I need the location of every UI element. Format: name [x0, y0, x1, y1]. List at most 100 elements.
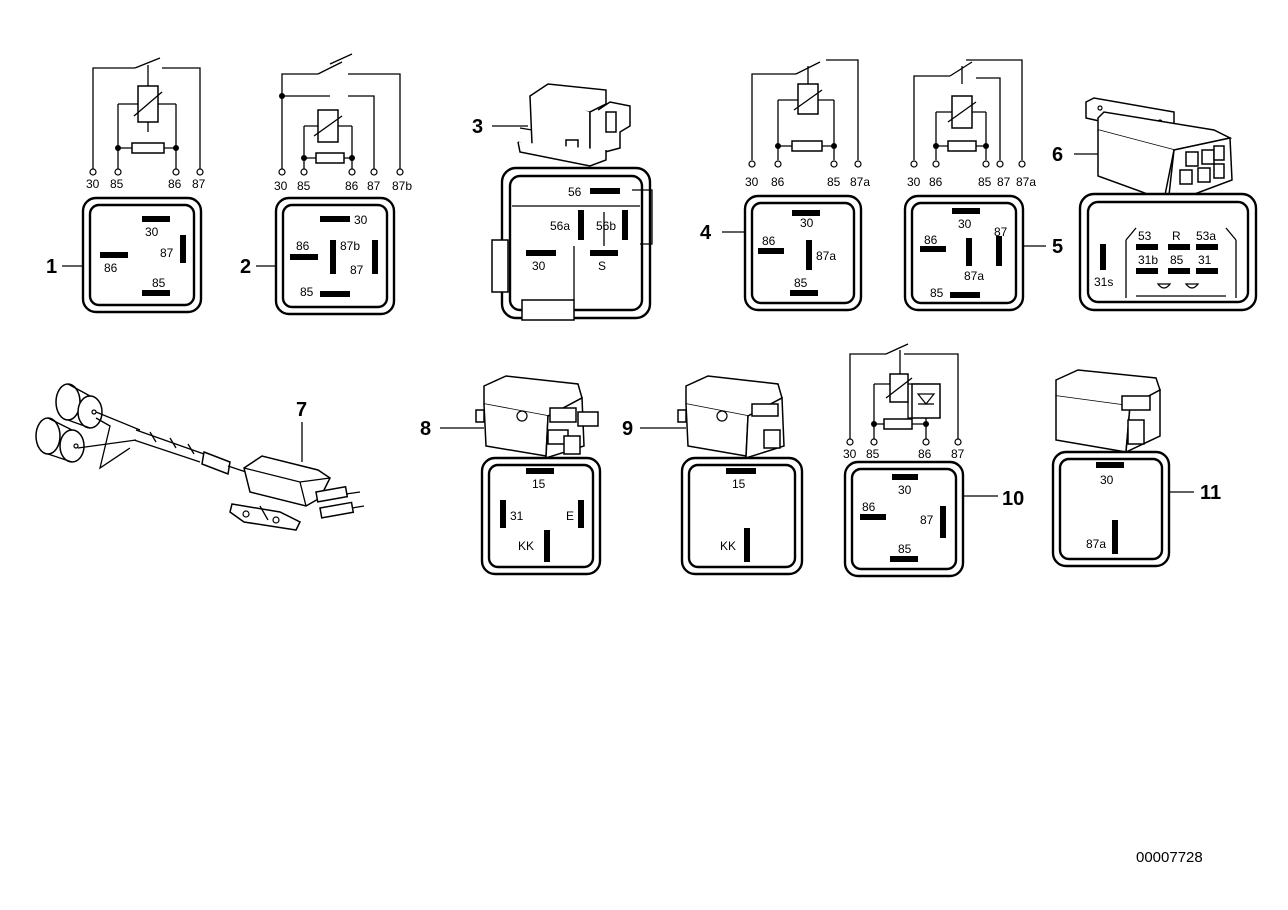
item-5: 30 86 85 87 87a 30 86 87 87a 85 5	[903, 59, 1063, 312]
pin-85	[890, 556, 918, 562]
pin-87	[372, 240, 378, 274]
relay-6-pin-face: 53 R 53a 31b 85 31 31s	[1078, 192, 1258, 312]
resistor	[131, 142, 165, 154]
pin-30	[952, 208, 980, 214]
pin-85	[790, 290, 818, 296]
pin-label: 86	[762, 234, 776, 248]
schem-label: 85	[297, 179, 311, 193]
schem-label: 87	[192, 177, 206, 191]
pin-label: 30	[145, 225, 159, 239]
pin-label: 30	[532, 259, 546, 273]
pin-53	[1136, 244, 1158, 250]
pin-label: R	[1172, 229, 1181, 243]
pin-label: 87b	[340, 239, 360, 253]
pin-56b	[622, 210, 628, 240]
pin-31	[1196, 268, 1218, 274]
pin-label: 15	[732, 477, 746, 491]
callout-1: 1	[46, 256, 57, 278]
schem-label: 86	[168, 177, 182, 191]
resistor	[791, 140, 823, 152]
pin-label: 56b	[596, 219, 616, 233]
schem-label: 85	[978, 175, 992, 189]
pin-label: 87a	[1086, 537, 1106, 551]
relay-11-housing	[1055, 369, 1161, 454]
pin-label: 53	[1138, 229, 1152, 243]
pin-label: 85	[300, 285, 314, 299]
callout-6: 6	[1052, 144, 1063, 166]
pin-53a	[1196, 244, 1218, 250]
pin-31s	[1100, 244, 1106, 270]
schem-label: 86	[345, 179, 359, 193]
pin-87a	[966, 238, 972, 266]
item-9: 15 KK 9	[622, 375, 804, 576]
callout-7: 7	[296, 399, 307, 421]
pin-31	[500, 500, 506, 528]
item-4: 30 86 85 87a 30 86 87a 85 4	[700, 59, 870, 312]
pin-KK	[544, 530, 550, 562]
relay-6-housing	[1085, 97, 1233, 206]
pin-56	[590, 188, 620, 194]
pin-30	[1096, 462, 1124, 468]
pin-86	[920, 246, 946, 252]
pin-85	[1168, 268, 1190, 274]
pin-label: 87	[920, 513, 934, 527]
item-11: 30 87a 11	[1051, 369, 1221, 568]
schem-label: 86	[771, 175, 785, 189]
pin-label: KK	[720, 539, 736, 553]
document-number: 00007728	[1136, 849, 1203, 866]
callout-10: 10	[1002, 488, 1024, 510]
schem-label: 87b	[392, 179, 412, 193]
pin-86	[100, 252, 128, 258]
relay-10-schematic: 30 85 86 87	[843, 343, 965, 461]
pin-label: 85	[794, 276, 808, 290]
item-7: 7	[35, 383, 365, 531]
relay-9-pin-face: 15 KK	[680, 456, 804, 576]
schem-label: 86	[929, 175, 943, 189]
pin-label: 87a	[964, 269, 984, 283]
pin-label: 85	[152, 276, 166, 290]
resistor	[947, 140, 977, 152]
schem-label: 85	[110, 177, 124, 191]
relay-5-pin-face: 30 86 87 87a 85	[903, 194, 1025, 312]
relay-3-pin-face: 56 56a 56b 30 S	[491, 166, 653, 321]
relay-11-pin-face: 30 87a	[1051, 450, 1171, 568]
relay-1-schematic: 30 85 86 87	[86, 57, 206, 191]
relay-5-schematic: 30 86 85 87 87a	[907, 59, 1036, 189]
pin-label: 31	[1198, 253, 1212, 267]
schem-label: 30	[907, 175, 921, 189]
relay-8-pin-face: 15 31 E KK	[480, 456, 602, 576]
relay-3-housing	[517, 83, 631, 167]
relay-2-pin-face: 30 86 87b 87 85	[274, 196, 396, 316]
schem-label: 30	[274, 179, 288, 193]
item-2: 30 85 86 87 87b 30 86 87b 87 85 2	[240, 53, 412, 316]
pin-86	[860, 514, 886, 520]
pin-30	[892, 474, 918, 480]
pin-label: 86	[862, 500, 876, 514]
pin-label: 85	[930, 286, 944, 300]
pin-label: 87	[160, 246, 174, 260]
pin-87a	[1112, 520, 1118, 554]
diode-icon	[916, 393, 936, 405]
pin-label: 56a	[550, 219, 570, 233]
pin-label: 30	[354, 213, 368, 227]
pin-label: 87	[350, 263, 364, 277]
pin-31b	[1136, 268, 1158, 274]
item-10: 30 85 86 87 30 86 87 85 10	[843, 343, 1024, 578]
schem-label: 30	[843, 447, 857, 461]
pin-label: 85	[898, 542, 912, 556]
relay-10-pin-face: 30 86 87 85	[843, 460, 965, 578]
schem-label: 87	[951, 447, 965, 461]
pin-label: 31s	[1094, 275, 1113, 289]
pin-S	[590, 250, 618, 256]
pin-30	[320, 216, 350, 222]
schem-label: 87	[997, 175, 1011, 189]
pin-label: KK	[518, 539, 534, 553]
relay-4-pin-face: 30 86 87a 85	[743, 194, 863, 312]
pin-label: 86	[296, 239, 310, 253]
pin-86	[758, 248, 784, 254]
pin-label: 15	[532, 477, 546, 491]
callout-8: 8	[420, 418, 431, 440]
resistor	[315, 152, 345, 164]
schem-label: 30	[86, 177, 100, 191]
